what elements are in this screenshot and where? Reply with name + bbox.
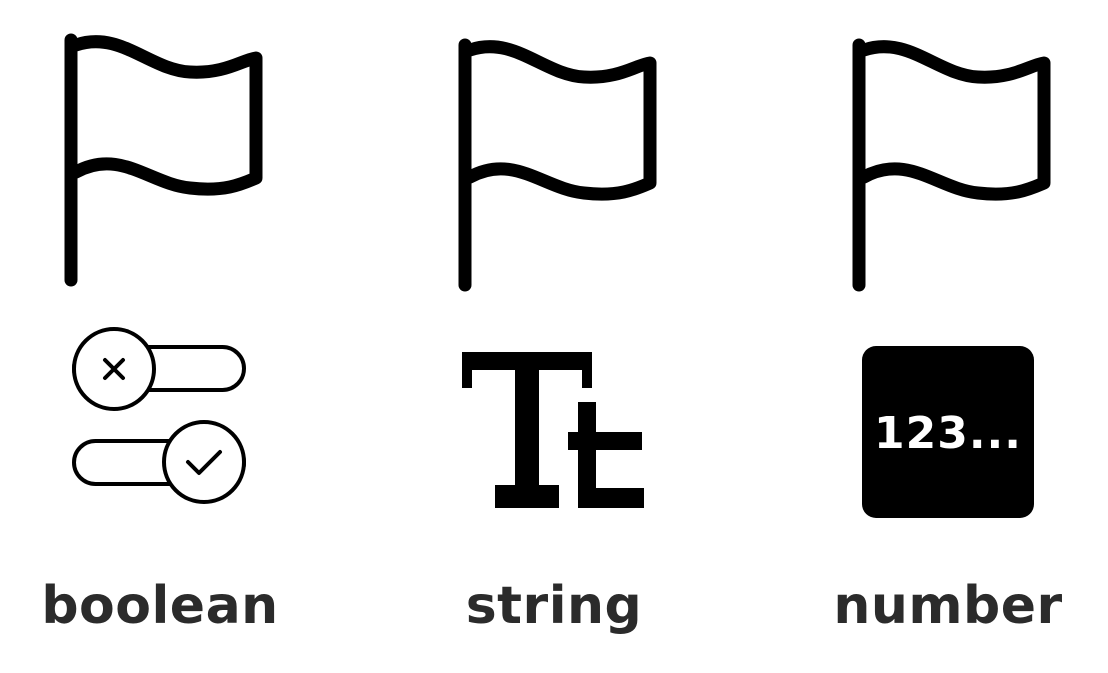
type-item-boolean: boolean [10,0,310,673]
type-item-number: 123... number [798,0,1098,673]
flag-icon [458,38,657,292]
flag-icon [852,38,1051,292]
type-item-string: string [404,0,704,673]
type-label-string: string [465,576,643,636]
toggle-switches-icon [72,327,246,504]
type-label-number: number [833,576,1063,636]
text-type-icon [462,352,644,508]
type-label-boolean: boolean [41,576,279,636]
flag-icon [64,33,263,287]
badge-text: 123... [874,408,1022,459]
number-badge-icon: 123... [862,346,1034,518]
